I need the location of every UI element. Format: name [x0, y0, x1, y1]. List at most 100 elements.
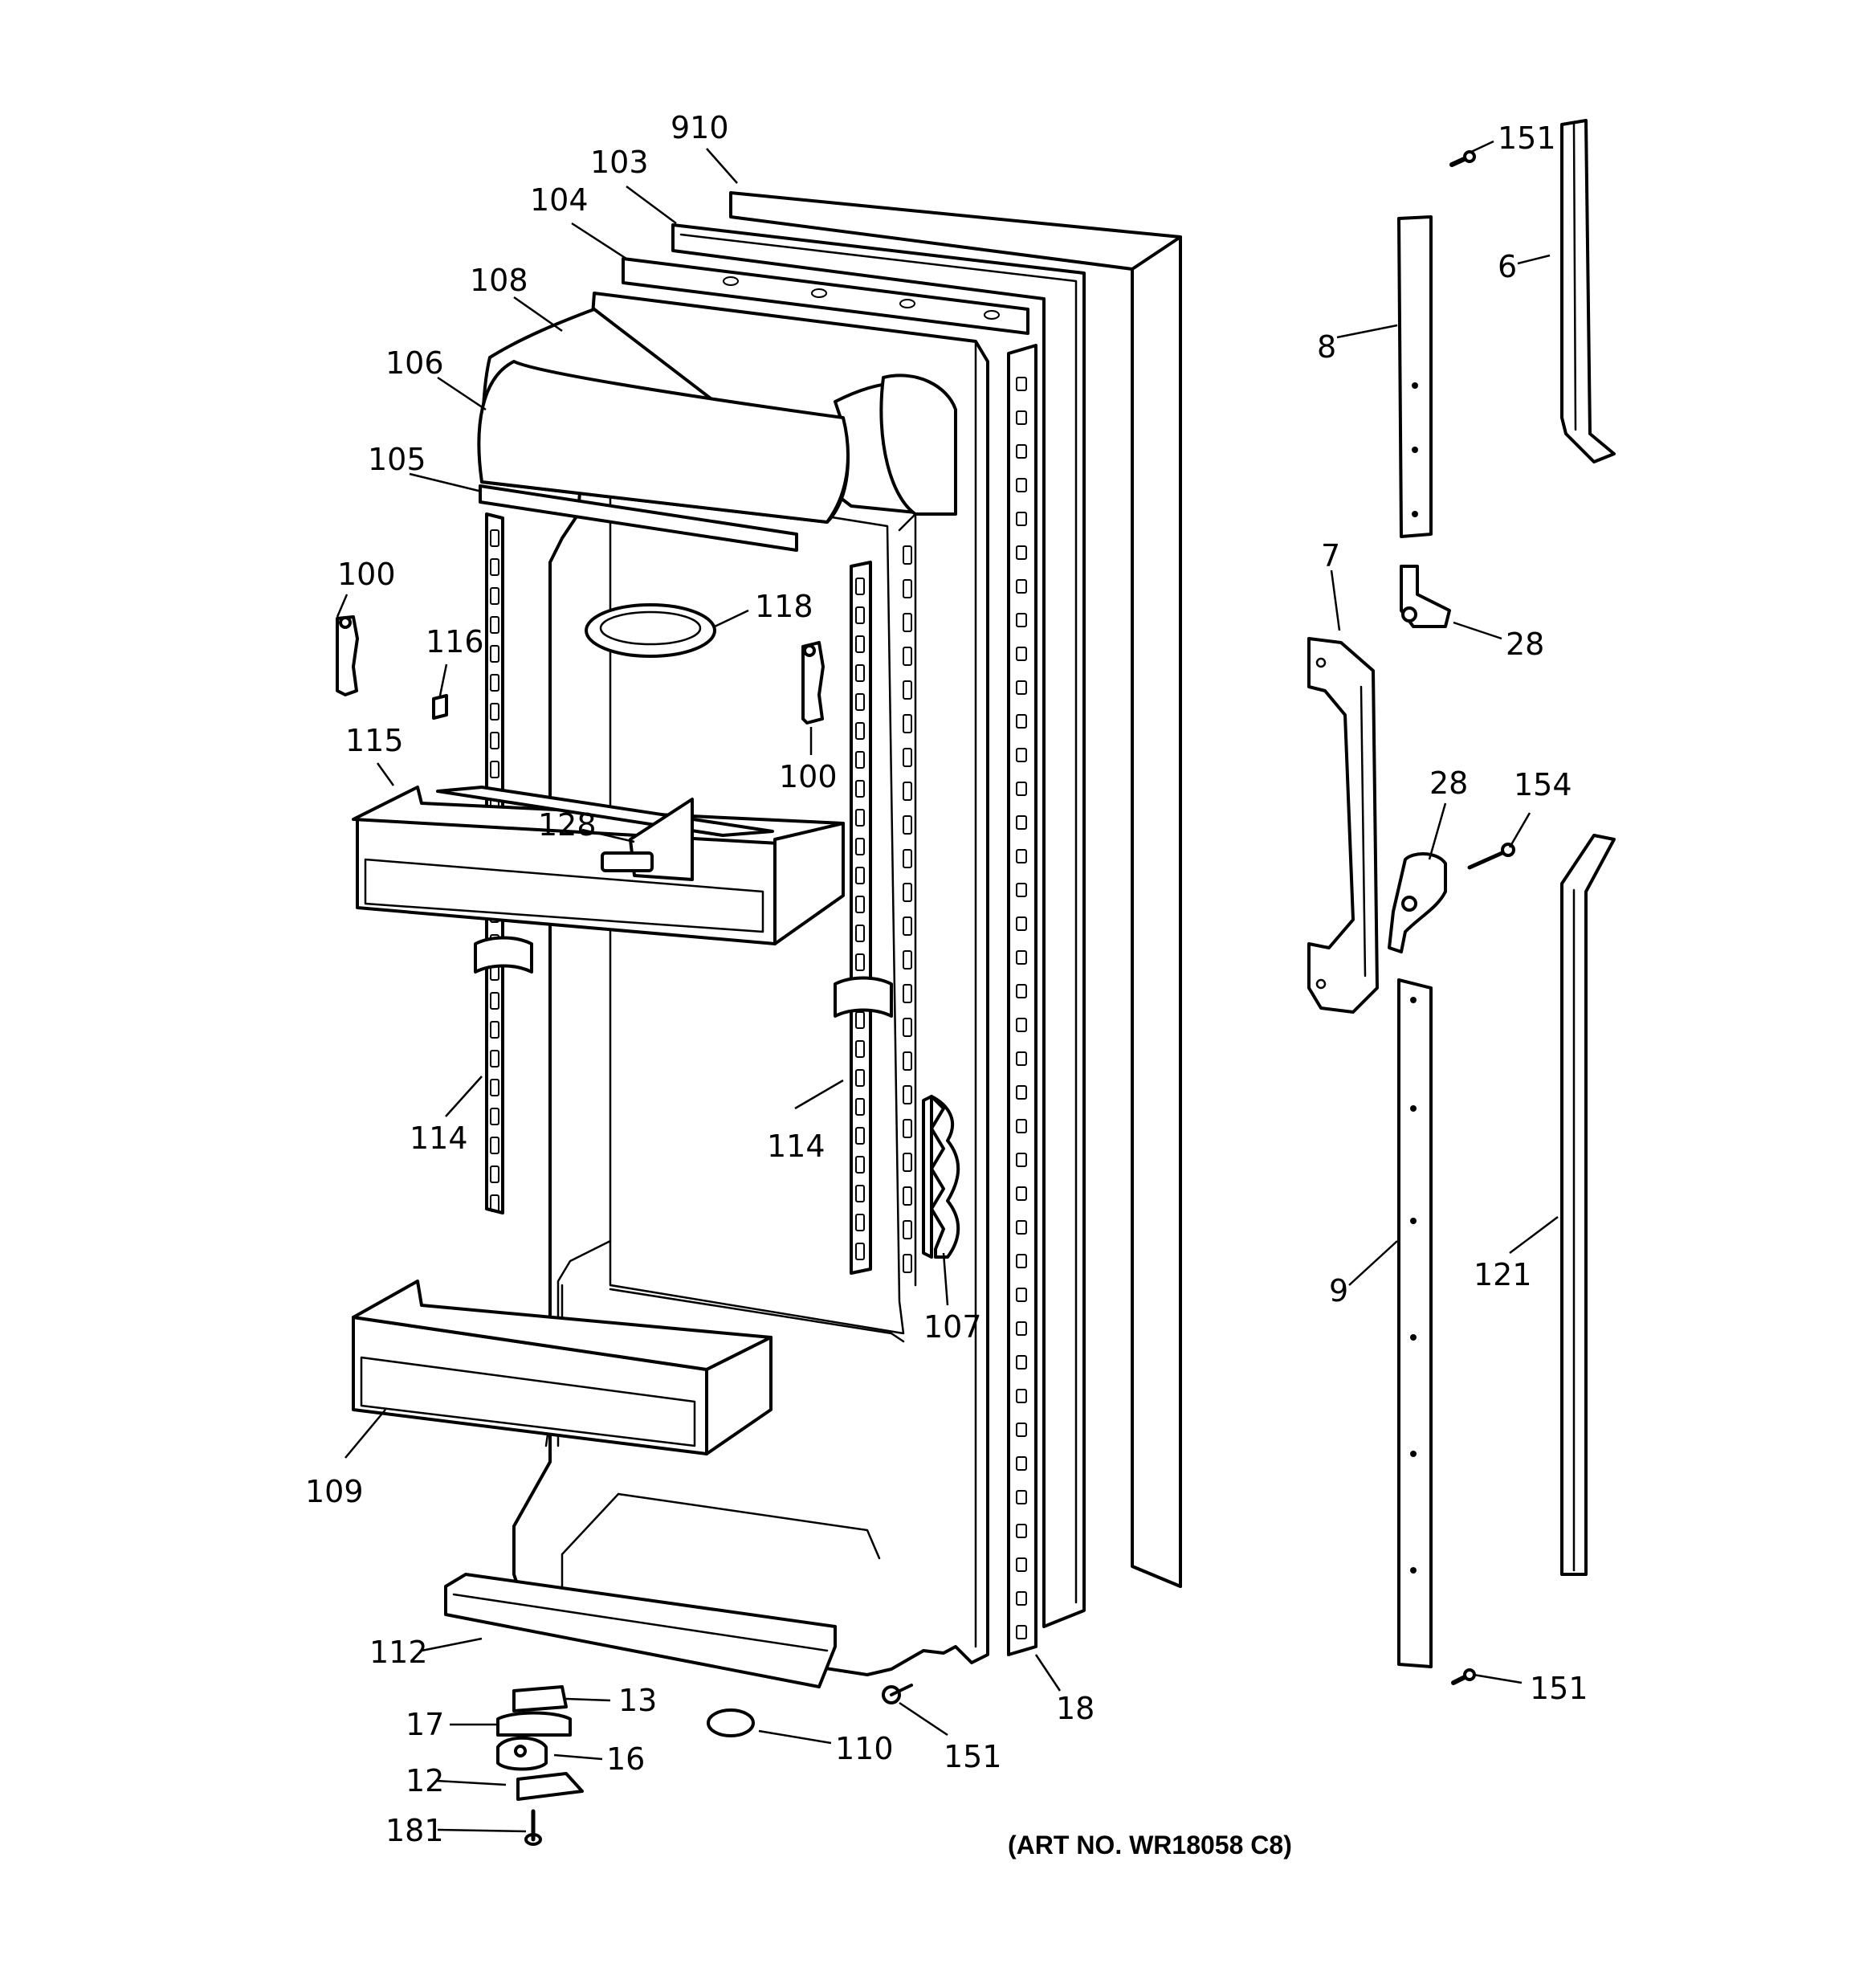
- gasket-hole: [1016, 1524, 1027, 1538]
- rail-slot: [855, 751, 865, 769]
- callout-128: 128: [538, 807, 597, 843]
- cap: [707, 1708, 755, 1737]
- rail-slot: [855, 1098, 865, 1116]
- gasket-hole: [1016, 849, 1027, 863]
- liner-slot: [903, 680, 912, 700]
- callout-12: 12: [406, 1763, 444, 1798]
- liner-slot: [903, 1119, 912, 1138]
- gasket-hole: [1016, 1490, 1027, 1504]
- rail-slot: [490, 1021, 499, 1039]
- liner-slot: [903, 1018, 912, 1037]
- callout-17: 17: [406, 1707, 444, 1742]
- liner-slot: [903, 782, 912, 801]
- handle-bracket-upper: [1400, 565, 1451, 628]
- rail-slot: [490, 1050, 499, 1067]
- rail-slot: [855, 809, 865, 827]
- liner-slot: [903, 950, 912, 970]
- dairy-compartment-door: [477, 308, 957, 524]
- bottom-trim: [444, 1573, 837, 1688]
- hinge-pin-bracket: [512, 1685, 568, 1712]
- rail-slot: [490, 529, 499, 547]
- callout-151-bottom: 151: [1530, 1671, 1588, 1706]
- callout-121: 121: [1474, 1257, 1532, 1292]
- callout-114-left: 114: [410, 1121, 468, 1156]
- rail-slot: [490, 1079, 499, 1096]
- gasket-hole: [1016, 478, 1027, 492]
- gasket-hole: [1016, 1018, 1027, 1032]
- dairy-door-hinge-strip: [479, 484, 798, 552]
- gasket-hole: [1016, 950, 1027, 965]
- callout-28-lower: 28: [1429, 765, 1468, 801]
- liner-slot: [903, 545, 912, 565]
- liner-slot: [903, 579, 912, 598]
- liner-slot: [903, 984, 912, 1003]
- rail-slot: [490, 558, 499, 576]
- callout-110: 110: [835, 1731, 894, 1766]
- callout-106: 106: [385, 345, 444, 381]
- gasket-hole: [1016, 1355, 1027, 1370]
- art-number: (ART NO. WR18058 C8): [1008, 1831, 1292, 1859]
- callout-18: 18: [1056, 1691, 1095, 1726]
- door-bin-lower: [352, 1280, 773, 1455]
- callout-6: 6: [1498, 249, 1517, 284]
- rail-slot: [855, 1040, 865, 1058]
- rail-slot: [855, 1127, 865, 1145]
- gasket-hole: [1016, 1321, 1027, 1336]
- gasket-hole: [1016, 916, 1027, 931]
- rail-slot: [855, 1156, 865, 1174]
- rail-slot: [855, 606, 865, 624]
- screw: [524, 1809, 542, 1846]
- gasket-hole: [1016, 1220, 1027, 1235]
- rail-slot: [490, 674, 499, 692]
- callout-100-left: 100: [337, 557, 396, 592]
- gasket-hole: [1016, 613, 1027, 627]
- callout-181: 181: [385, 1813, 444, 1848]
- callout-100-right: 100: [779, 759, 838, 794]
- liner-slot: [903, 647, 912, 666]
- gasket-hole: [1016, 1119, 1027, 1133]
- rail-slot: [855, 664, 865, 682]
- handle-trim-top: [1560, 119, 1616, 463]
- rail-slot: [490, 1137, 499, 1154]
- gasket-hole: [1016, 377, 1027, 391]
- rail-slot: [855, 635, 865, 653]
- gasket-hole: [1016, 1085, 1027, 1100]
- rail-slot: [490, 1194, 499, 1212]
- gasket-retainer-top: [622, 257, 1029, 335]
- callout-103: 103: [590, 145, 649, 180]
- rail-slot: [490, 1108, 499, 1125]
- gasket-hole: [1016, 748, 1027, 762]
- handle-mount-upper: [1397, 215, 1433, 538]
- gasket-hole: [1016, 1254, 1027, 1268]
- liner-slot: [903, 714, 912, 733]
- rail-slot: [490, 992, 499, 1010]
- callout-105: 105: [368, 442, 426, 477]
- rail-slot: [855, 1011, 865, 1029]
- liner-slot: [903, 748, 912, 767]
- shim: [496, 1711, 572, 1737]
- bin-divider: [601, 798, 694, 881]
- callout-7: 7: [1321, 538, 1340, 574]
- gasket-hole: [1016, 444, 1027, 459]
- liner-slot: [903, 916, 912, 936]
- gasket-hole: [1016, 1389, 1027, 1403]
- gasket-hole: [1016, 1456, 1027, 1471]
- gasket-hole: [1016, 984, 1027, 998]
- screw-door-bottom: [882, 1684, 913, 1704]
- gasket-hole: [1016, 545, 1027, 560]
- callout-151-top: 151: [1498, 120, 1556, 156]
- callout-9: 9: [1329, 1273, 1348, 1308]
- callout-16: 16: [606, 1741, 645, 1777]
- callout-910: 910: [671, 110, 729, 145]
- rail-slot: [855, 896, 865, 913]
- rail-slot: [855, 925, 865, 942]
- gasket-hole: [1016, 1557, 1027, 1572]
- butter-dish: [585, 603, 716, 658]
- callout-8: 8: [1317, 329, 1336, 365]
- screw-top: [1449, 150, 1476, 167]
- callout-108: 108: [470, 263, 528, 298]
- liner-slot: [903, 883, 912, 902]
- liner-slot: [903, 849, 912, 868]
- callout-13: 13: [618, 1683, 657, 1718]
